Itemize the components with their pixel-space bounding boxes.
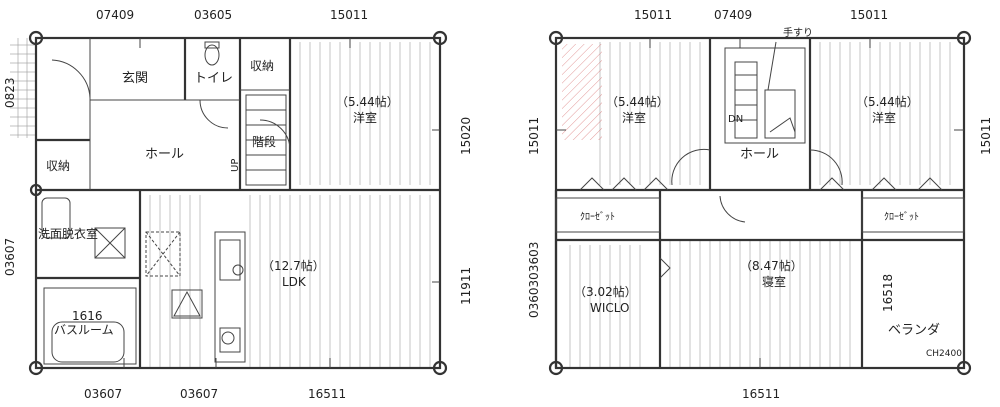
toilet-fixture [204, 44, 220, 66]
f2-left-dim-1: 15011 [527, 117, 541, 155]
room-western-left-size: （5.44帖） [606, 94, 669, 109]
room-bath: バスルーム [54, 323, 114, 337]
room-washroom: 洗面脱衣室 [38, 226, 98, 241]
floor1-wood-floor [149, 42, 431, 368]
f2-door-arc-left [671, 148, 711, 186]
floor-2: 15011 07409 15011 手すり DN 15011 036030360… [527, 8, 993, 401]
f1-right-dim-2: 11911 [459, 267, 473, 305]
floor-1: 07409 03605 15011 0823 03607 15020 11911… [3, 8, 473, 401]
f2-right-dim-2: 16518 [881, 274, 895, 312]
room-wic: WICLO [590, 301, 630, 315]
washing-machine [94, 227, 126, 259]
f2-bottom-dim-1: 16511 [742, 387, 780, 401]
plan-code: CH2400 [926, 349, 962, 359]
f2-left-dim-2: 0360303603 [527, 242, 541, 318]
f2-door-arc-right [809, 149, 843, 186]
room-stairs: 階段 [252, 134, 276, 149]
entrance-door-arc [51, 59, 91, 99]
bathtub [51, 321, 125, 363]
stairs-2f [724, 47, 806, 144]
room-bath-size: 1616 [72, 309, 103, 323]
stairs-1f [245, 94, 287, 186]
f1-bottom-dim-1: 03607 [84, 387, 122, 401]
room-wic-size: （3.02帖） [574, 284, 637, 299]
f1-left-dim-1: 0823 [3, 77, 17, 108]
fridge [145, 231, 181, 277]
f1-bottom-dim-2: 03607 [180, 387, 218, 401]
room-bedroom: 寝室 [762, 274, 786, 289]
room-storage-left: 収納 [46, 159, 70, 173]
dining-table [171, 289, 203, 319]
room-closet-right: ｸﾛｰｾﾞｯﾄ [884, 211, 919, 223]
f1-top-dim-3: 15011 [330, 8, 368, 22]
f1-top-dim-1: 07409 [96, 8, 134, 22]
room-entrance: 玄関 [122, 71, 148, 86]
handrail-label: 手すり [783, 26, 813, 39]
room-hall-2f: ホール [740, 147, 779, 162]
room-hall-1f: ホール [145, 147, 184, 162]
toilet-door-arc [199, 99, 229, 129]
entrance-tile [10, 38, 35, 138]
room-toilet: トイレ [194, 71, 233, 86]
f2-top-dim-1: 15011 [634, 8, 672, 22]
f1-bottom-dim-3: 16511 [308, 387, 346, 401]
hatched-area [562, 44, 602, 140]
f2-top-dim-2: 07409 [714, 8, 752, 22]
f2-right-dim-1: 15011 [979, 117, 993, 155]
stair-up-label: UP [230, 159, 241, 172]
room-western-right: 洋室 [872, 110, 896, 125]
room-bedroom-size: （8.47帖） [740, 258, 803, 273]
f1-left-dim-2: 03607 [3, 238, 17, 276]
stair-down-label: DN [728, 114, 743, 125]
f1-right-dim-1: 15020 [459, 117, 473, 155]
room-western-left: 洋室 [622, 110, 646, 125]
room-closet-left: ｸﾛｰｾﾞｯﾄ [580, 211, 615, 223]
kitchen-counter [214, 231, 246, 363]
room-veranda: ベランダ [888, 323, 940, 338]
floor2-wood-floor [569, 42, 951, 368]
f1-top-dim-2: 03605 [194, 8, 232, 22]
room-western: 洋室 [353, 110, 377, 125]
room-western-size: （5.44帖） [336, 94, 399, 109]
room-ldk: LDK [282, 275, 307, 289]
room-ldk-size: （12.7帖） [262, 258, 325, 273]
room-storage-top: 収納 [250, 59, 274, 73]
wash-basin [41, 197, 71, 239]
floor1-outer-wall [34, 36, 442, 370]
room-western-right-size: （5.44帖） [856, 94, 919, 109]
f2-top-dim-3: 15011 [850, 8, 888, 22]
